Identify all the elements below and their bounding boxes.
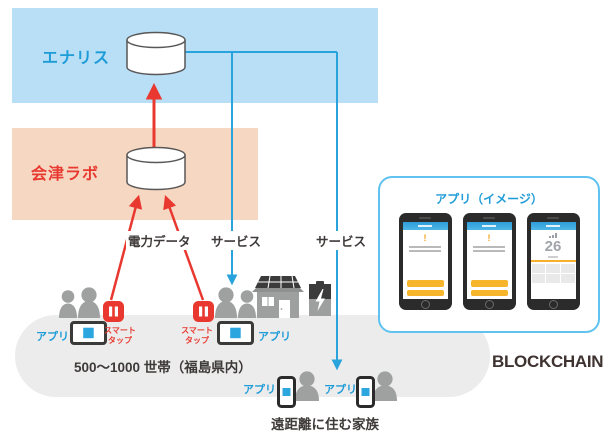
phone-header-bar xyxy=(466,222,512,230)
phone-mockup-2: ! xyxy=(462,213,516,310)
database-icon-aizu xyxy=(126,146,186,191)
phone-speaker xyxy=(547,217,559,219)
red-up-arrow-left xyxy=(109,194,143,301)
phone-button-placeholder xyxy=(406,289,444,296)
blockchain-label: BLOCKCHAIN xyxy=(492,352,604,371)
text-placeholder xyxy=(473,250,505,252)
phone-icon-family-1 xyxy=(277,376,296,408)
aizu-lab-label: 会津ラボ xyxy=(31,166,100,183)
eneris-label: エナリス xyxy=(42,50,111,67)
signal-bars-icon xyxy=(531,233,576,238)
app-label-family-2: アプリ xyxy=(324,384,357,396)
eneris-region xyxy=(12,8,378,103)
app-mock-panel: アプリ（イメージ） ! ! xyxy=(378,176,600,333)
phone-header-bar xyxy=(530,222,576,230)
smarttap-icon-left xyxy=(103,301,124,322)
database-icon-eneris xyxy=(126,31,186,76)
alert-exclamation-icon: ! xyxy=(487,233,491,243)
smarttap-label-left: スマート タップ xyxy=(103,326,137,345)
phone-speaker xyxy=(419,217,431,219)
phone-mockups: ! ! xyxy=(380,213,598,310)
service-label-households: サービス xyxy=(209,231,264,250)
person-icon-family-1 xyxy=(295,371,319,401)
person-icon-family-2 xyxy=(373,371,397,401)
divider-rule xyxy=(530,260,576,262)
phone-mockup-1: ! xyxy=(398,213,452,310)
smarttap-label-left-line1: スマート xyxy=(104,326,136,335)
app-panel-title: アプリ（イメージ） xyxy=(435,192,543,206)
meter-reading-value: 26 xyxy=(544,238,562,255)
smarttap-label-right: スマート タップ xyxy=(180,326,214,345)
text-placeholder xyxy=(409,250,441,252)
tablet-icon-left xyxy=(70,321,107,345)
red-up-arrow-right xyxy=(163,195,205,301)
family-caption: 遠距離に住む家族 xyxy=(271,417,379,432)
smarttap-label-left-line2: タップ xyxy=(108,335,132,345)
unit-placeholder xyxy=(548,256,558,258)
smarttap-label-right-line2: タップ xyxy=(185,335,209,345)
phone-button-placeholder xyxy=(470,289,508,296)
phone-button-placeholder xyxy=(470,280,508,287)
phone-2-screen: ! xyxy=(466,222,512,299)
households-caption: 500〜1000 世帯（福島県内） xyxy=(74,360,252,375)
phone-home-button xyxy=(548,299,558,309)
databases xyxy=(126,31,186,191)
phone-button-placeholder xyxy=(406,280,444,287)
phone-home-button xyxy=(484,299,494,309)
people-icon-left-household xyxy=(59,287,100,318)
people-icon-right-household xyxy=(215,287,256,318)
smarttap-label-right-line1: スマート xyxy=(181,326,213,335)
service-label-family: サービス xyxy=(314,231,369,250)
phone-speaker xyxy=(483,217,495,219)
app-label-left-household: アプリ xyxy=(36,331,69,343)
phone-mockup-3: 26 xyxy=(526,213,580,310)
alert-exclamation-icon: ! xyxy=(423,233,427,243)
app-label-family-1: アプリ xyxy=(243,384,276,396)
phone-3-screen: 26 xyxy=(530,222,576,299)
house-icon xyxy=(252,275,304,318)
power-data-label: 電力データ xyxy=(126,231,193,250)
phone-header-bar xyxy=(402,222,448,230)
power-data-lines xyxy=(109,82,205,301)
tablet-icon-right xyxy=(217,321,254,345)
smarttap-icon-right xyxy=(193,301,214,322)
keypad-placeholder xyxy=(531,263,576,284)
text-placeholder xyxy=(409,245,441,248)
phone-home-button xyxy=(420,299,430,309)
battery-icon xyxy=(309,281,331,316)
text-placeholder xyxy=(473,245,505,248)
app-label-right-household: アプリ xyxy=(258,331,291,343)
phone-icon-family-2 xyxy=(356,376,375,408)
phone-1-screen: ! xyxy=(402,222,448,299)
